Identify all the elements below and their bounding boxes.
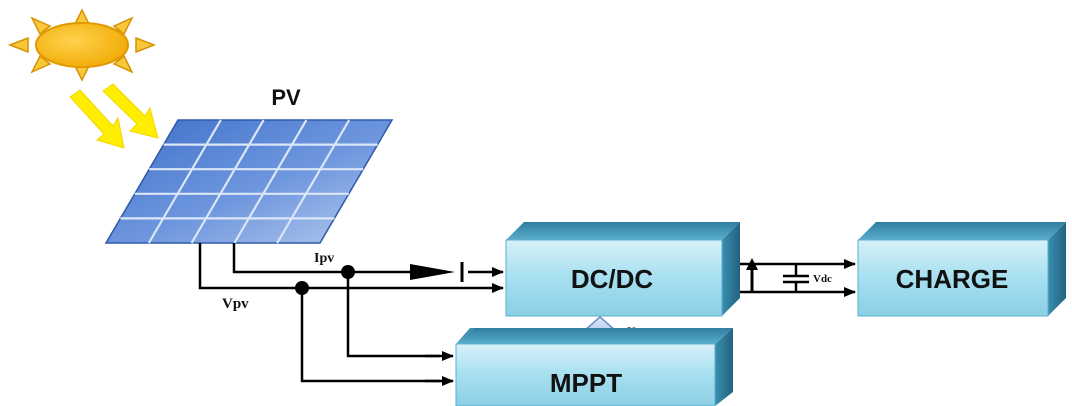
pv-panel-icon — [104, 119, 394, 244]
vpv-node — [295, 281, 309, 295]
ipv-node — [341, 265, 355, 279]
vdc-arrow-icon — [746, 258, 758, 292]
dcdc-label: DC/DC — [571, 264, 654, 294]
mppt-block: MPPT — [455, 328, 733, 406]
vpv-to-mppt-wire — [300, 288, 440, 383]
capacitor-icon — [783, 264, 809, 292]
charge-block: CHARGE — [857, 222, 1066, 317]
ipv-label: Ipv — [314, 251, 334, 266]
light-arrow-icon — [69, 83, 159, 149]
mppt-label: MPPT — [550, 368, 622, 398]
dcdc-block: DC/DC — [505, 222, 740, 317]
diode-icon — [410, 262, 464, 282]
ipv-to-mppt-wire — [346, 272, 440, 358]
vpv-label: Vpv — [222, 296, 249, 312]
pv-label: PV — [271, 85, 301, 110]
vpv-wire — [198, 243, 420, 290]
charge-label: CHARGE — [896, 264, 1009, 294]
sun-icon — [7, 8, 157, 82]
vdc-label: Vdc — [813, 273, 832, 285]
